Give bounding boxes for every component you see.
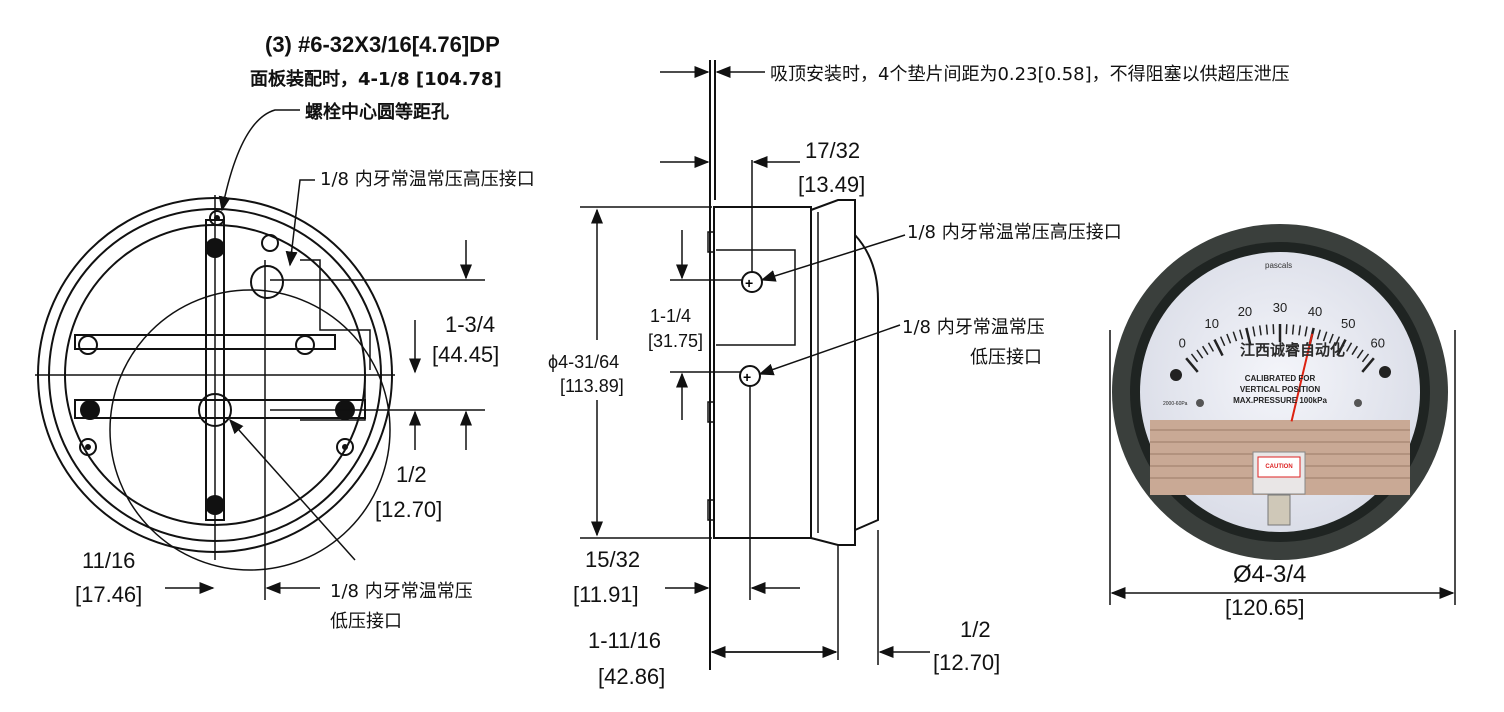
dim-1-11-16: 1-11/16 — [588, 628, 661, 653]
gauge-tick — [1185, 357, 1199, 373]
gauge-tick — [1361, 353, 1370, 363]
gauge-tick — [1328, 333, 1334, 344]
gauge-tick — [1252, 326, 1256, 337]
dim-11-91: [11.91] — [573, 582, 639, 607]
gauge-tick — [1190, 353, 1199, 363]
gauge-needle — [1290, 333, 1314, 422]
gauge-tick — [1345, 342, 1353, 352]
dim-1-3-4: 1-3/4 — [445, 312, 495, 337]
dim-17-32: 17/32 — [805, 138, 860, 163]
front-low-port-label-2: 低压接口 — [330, 611, 402, 632]
gauge-model: 2000-60Pa — [1163, 401, 1188, 407]
gauge-tick — [1334, 336, 1341, 347]
gauge-tick — [1304, 326, 1308, 337]
gauge-tick — [1213, 338, 1224, 357]
gauge-tick — [1336, 338, 1347, 357]
gauge-caution: CAUTION — [1265, 464, 1292, 470]
dim-1-1-4: 1-1/4 — [650, 306, 691, 326]
gauge-scale-label: 10 — [1205, 316, 1219, 331]
svg-text:+: + — [743, 369, 751, 385]
gauge-tick — [1219, 336, 1226, 347]
dim-11-16: 11/16 — [82, 548, 135, 573]
gauge-tick — [1232, 331, 1238, 342]
gauge-tick — [1351, 345, 1359, 356]
dim-12-70-side: [12.70] — [933, 650, 1000, 675]
dim-120-65: [120.65] — [1225, 595, 1305, 620]
gauge-line2: VERTICAL POSITION — [1240, 385, 1321, 394]
dim-13-49: [13.49] — [798, 172, 865, 197]
gauge-tick — [1265, 324, 1269, 335]
dim-113-89: [113.89] — [560, 376, 624, 396]
front-low-port-label-1: 1/8 内牙常温常压 — [330, 581, 473, 602]
front-view — [35, 109, 485, 600]
gauge-scale-label: 50 — [1341, 316, 1355, 331]
dim-diameter-side: ϕ4-31/64 — [548, 352, 619, 372]
bolt-note-label: 螺栓中心圆等距孔 — [305, 101, 449, 123]
dim-12-70-front: [12.70] — [375, 497, 442, 522]
panel-note-label: 面板装配时，4-1/8 [104.78] — [250, 68, 502, 90]
gauge-scale-label: 60 — [1370, 336, 1384, 351]
side-view: + + — [580, 60, 930, 670]
gauge-tick — [1207, 342, 1215, 352]
gauge-tick — [1356, 349, 1364, 359]
svg-text:+: + — [745, 275, 753, 291]
gauge-tick — [1245, 327, 1252, 346]
dim-17-46: [17.46] — [75, 582, 142, 607]
gauge-scale-label: 20 — [1238, 304, 1252, 319]
front-high-port-label: 1/8 内牙常温常压高压接口 — [320, 169, 535, 190]
gauge-line1: CALIBRATED FOR — [1245, 374, 1316, 383]
dim-42-86: [42.86] — [598, 664, 665, 689]
gauge-tick — [1258, 325, 1262, 336]
gauge-tick — [1322, 331, 1328, 342]
gauge-tick — [1291, 324, 1295, 335]
dim-1-2-side: 1/2 — [960, 617, 991, 642]
dim-diameter-gauge: Ø4-3/4 — [1233, 561, 1306, 588]
dim-44-45: [44.45] — [432, 342, 499, 367]
side-high-port-label: 1/8 内牙常温常压高压接口 — [907, 222, 1122, 243]
gauge-unit: pascals — [1265, 261, 1292, 270]
dim-15-32: 15/32 — [585, 547, 640, 572]
gauge-tick — [1196, 349, 1204, 359]
gauge-tick — [1316, 329, 1321, 340]
gauge-tick — [1201, 345, 1209, 356]
screw-spec-label: (3) #6-32X3/16[4.76]DP — [265, 32, 500, 57]
gauge-photo — [1109, 224, 1456, 605]
gauge-line3: MAX.PRESSURE 100kPa — [1233, 396, 1327, 405]
dim-31-75: [31.75] — [648, 331, 703, 351]
gauge-tick — [1361, 357, 1375, 373]
gauge-tick — [1226, 333, 1232, 344]
gauge-scale-label: 40 — [1308, 304, 1322, 319]
gauge-brand: 江西诚睿自动化 — [1240, 341, 1345, 359]
gauge-tick — [1298, 325, 1302, 336]
gauge-scale-label: 0 — [1179, 336, 1186, 351]
gauge-scale-ticks — [1185, 324, 1375, 373]
side-low-port-label-1: 1/8 内牙常温常压 — [902, 317, 1045, 338]
gauge-tick — [1239, 329, 1244, 340]
ceiling-mount-note: 吸顶安装时，4个垫片间距为0.23[0.58]，不得阻塞以供超压泄压 — [770, 64, 1290, 85]
side-low-port-label-2: 低压接口 — [970, 347, 1042, 368]
gauge-scale-label: 30 — [1273, 300, 1287, 315]
dim-1-2-front: 1/2 — [396, 462, 427, 487]
